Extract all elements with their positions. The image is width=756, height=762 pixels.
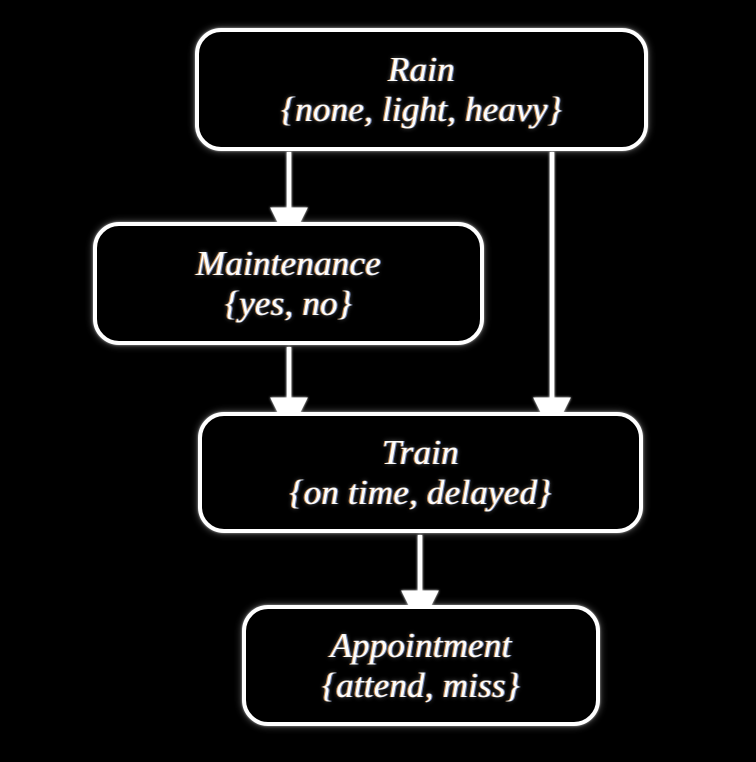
node-rain-values: {none, light, heavy}	[281, 89, 562, 129]
node-maintenance-values: {yes, no}	[225, 283, 352, 323]
node-rain[interactable]: Rain {none, light, heavy}	[195, 28, 648, 151]
node-appointment-label: Appointment	[330, 626, 512, 666]
node-appointment[interactable]: Appointment {attend, miss}	[242, 605, 600, 726]
node-train-label: Train	[382, 433, 459, 473]
node-appointment-values: {attend, miss}	[321, 665, 521, 705]
node-rain-label: Rain	[388, 50, 455, 90]
node-maintenance-label: Maintenance	[196, 244, 381, 284]
node-train[interactable]: Train {on time, delayed}	[198, 412, 643, 533]
node-train-values: {on time, delayed}	[289, 472, 552, 512]
node-maintenance[interactable]: Maintenance {yes, no}	[93, 222, 484, 345]
